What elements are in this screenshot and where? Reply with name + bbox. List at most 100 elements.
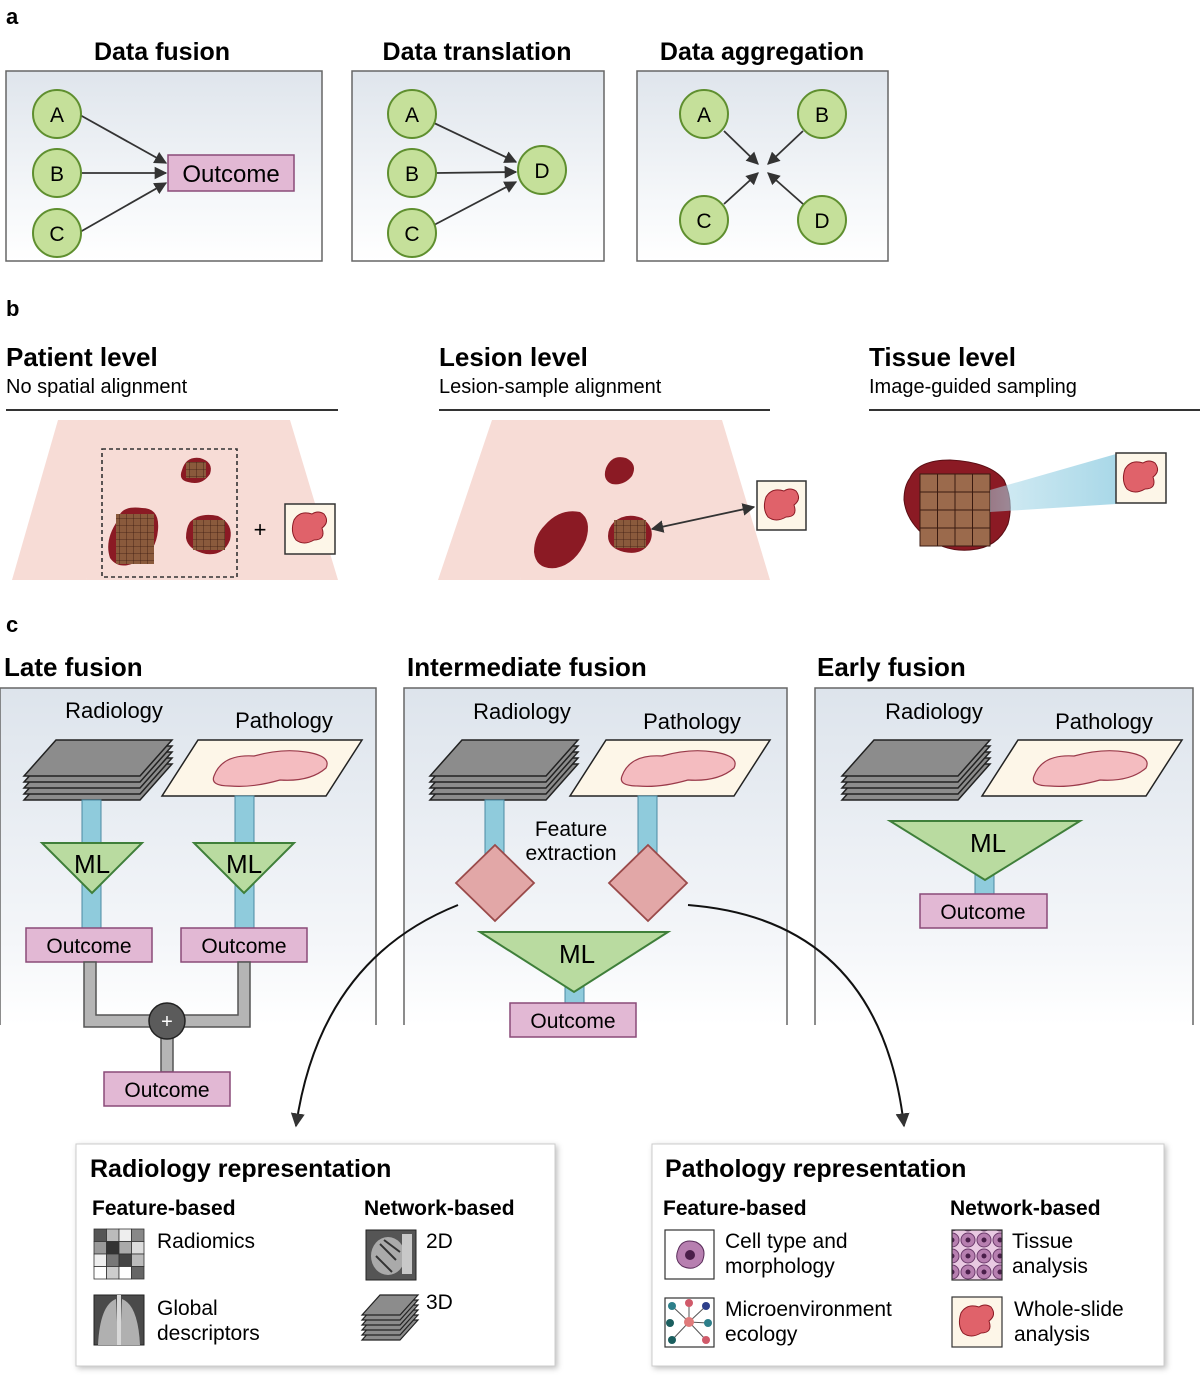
- node-b: B: [387, 148, 437, 198]
- arrow-to-pathology: [687, 904, 910, 1128]
- node-b: B: [32, 148, 82, 198]
- radiology-representation-box: Radiology representation Feature-based N…: [75, 1143, 556, 1367]
- radiology-stack-icon: [22, 739, 174, 801]
- intermediate-fusion: Intermediate fusion Radiology Pathology …: [403, 652, 788, 1038]
- feature-extraction-label: Feature: [535, 818, 607, 841]
- tissue-level-title: Tissue level: [869, 342, 1016, 372]
- patient-level: Patient level No spatial alignment +: [6, 342, 338, 580]
- data-fusion-diagram: Data fusion A B C Outcome: [5, 38, 323, 262]
- panel-letter-a: a: [6, 4, 19, 29]
- panel-letter-b: b: [6, 296, 19, 321]
- feature-diamond: [454, 843, 536, 923]
- radiology-stack-icon: [428, 739, 580, 801]
- node-a: A: [32, 89, 82, 139]
- outcome-label: Outcome: [201, 935, 286, 958]
- microenvironment-label: Microenvironment: [725, 1298, 892, 1321]
- ml-label: ML: [970, 828, 1006, 858]
- early-fusion: Early fusion Radiology Pathology ML Outc…: [814, 652, 1194, 1025]
- radiology-stack-icon: [840, 739, 992, 801]
- global-descriptors-label: descriptors: [157, 1322, 260, 1345]
- ml-label: ML: [559, 939, 595, 969]
- data-fusion-title: Data fusion: [94, 38, 230, 66]
- tissue-cells-icon: [951, 1229, 1003, 1281]
- data-translation-diagram: Data translation A B C D: [351, 38, 605, 262]
- pathology-representation-title: Pathology representation: [665, 1155, 966, 1183]
- node-a: A: [387, 89, 437, 139]
- node-a: A: [679, 89, 729, 139]
- early-fusion-title: Early fusion: [817, 652, 966, 682]
- outcome-label: Outcome: [182, 161, 279, 188]
- radiology-representation-title: Radiology representation: [90, 1155, 391, 1183]
- panel-letter-c: c: [6, 612, 18, 637]
- feature-based-header: Feature-based: [92, 1197, 236, 1220]
- 2d-label: 2D: [426, 1230, 453, 1253]
- lesion-level-subtitle: Lesion-sample alignment: [439, 376, 662, 398]
- svg-text:A: A: [697, 104, 711, 127]
- svg-text:B: B: [815, 104, 829, 127]
- node-d: D: [797, 195, 847, 245]
- tissue-analysis-label: Tissue: [1012, 1230, 1073, 1253]
- whole-slide-label: Whole-slide: [1014, 1298, 1124, 1321]
- radiomics-grid-icon: [93, 1228, 145, 1280]
- cell-type-label: morphology: [725, 1255, 835, 1278]
- svg-text:D: D: [534, 160, 549, 183]
- svg-text:B: B: [50, 163, 64, 186]
- feature-diamond: [607, 843, 689, 923]
- svg-text:C: C: [404, 223, 419, 246]
- svg-text:A: A: [405, 104, 419, 127]
- tissue-level: Tissue level Image-guided sampling: [869, 342, 1200, 551]
- outcome-label: Outcome: [46, 935, 131, 958]
- data-translation-title: Data translation: [383, 38, 572, 66]
- data-aggregation-diagram: Data aggregation A B C D: [636, 38, 889, 262]
- intermediate-fusion-title: Intermediate fusion: [407, 652, 647, 682]
- pathology-label: Pathology: [643, 709, 741, 734]
- cell-icon: [664, 1229, 715, 1280]
- tissue-level-subtitle: Image-guided sampling: [869, 376, 1077, 398]
- network-based-header: Network-based: [950, 1197, 1101, 1220]
- feature-based-header: Feature-based: [663, 1197, 807, 1220]
- plus-sign: +: [161, 1011, 173, 1033]
- late-fusion-title: Late fusion: [4, 652, 143, 682]
- feature-extraction-label: extraction: [525, 842, 616, 865]
- microenvironment-network-icon: [664, 1297, 715, 1348]
- radiology-label: Radiology: [885, 699, 983, 724]
- ml-label: ML: [74, 849, 110, 879]
- arrow-to-radiology: [290, 904, 459, 1128]
- node-c: C: [679, 195, 729, 245]
- svg-text:C: C: [696, 210, 711, 233]
- radiology-label: Radiology: [473, 699, 571, 724]
- svg-text:A: A: [50, 104, 64, 127]
- 3d-stack-icon: [360, 1294, 420, 1341]
- ml-label: ML: [226, 849, 262, 879]
- tissue-analysis-label: analysis: [1012, 1255, 1088, 1278]
- node-c: C: [387, 208, 437, 258]
- network-based-header: Network-based: [364, 1197, 515, 1220]
- svg-text:C: C: [49, 223, 64, 246]
- whole-slide-icon: [951, 1296, 1003, 1348]
- 2d-slice-icon: [365, 1229, 417, 1281]
- node-b: B: [797, 89, 847, 139]
- pathology-label: Pathology: [235, 708, 333, 733]
- cell-type-label: Cell type and: [725, 1230, 848, 1253]
- data-aggregation-title: Data aggregation: [660, 38, 864, 66]
- lesion-level-title: Lesion level: [439, 342, 588, 372]
- plus-sign: +: [254, 517, 267, 542]
- outcome-label: Outcome: [940, 901, 1025, 924]
- svg-text:B: B: [405, 163, 419, 186]
- pathology-label: Pathology: [1055, 709, 1153, 734]
- svg-text:D: D: [814, 210, 829, 233]
- patient-level-title: Patient level: [6, 342, 158, 372]
- node-c: C: [32, 208, 82, 258]
- pathology-representation-box: Pathology representation Feature-based N…: [651, 1143, 1165, 1367]
- plus-combine-icon: [148, 1002, 186, 1040]
- whole-slide-label: analysis: [1014, 1323, 1090, 1346]
- outcome-label: Outcome: [124, 1079, 209, 1102]
- microenvironment-label: ecology: [725, 1323, 798, 1346]
- outcome-box: [167, 154, 295, 192]
- radiology-label: Radiology: [65, 698, 163, 723]
- 3d-label: 3D: [426, 1291, 453, 1314]
- outcome-label: Outcome: [530, 1010, 615, 1033]
- lesion-level: Lesion level Lesion-sample alignment: [438, 342, 807, 580]
- late-fusion: Late fusion Radiology Pathology ML ML Ou…: [0, 652, 377, 1107]
